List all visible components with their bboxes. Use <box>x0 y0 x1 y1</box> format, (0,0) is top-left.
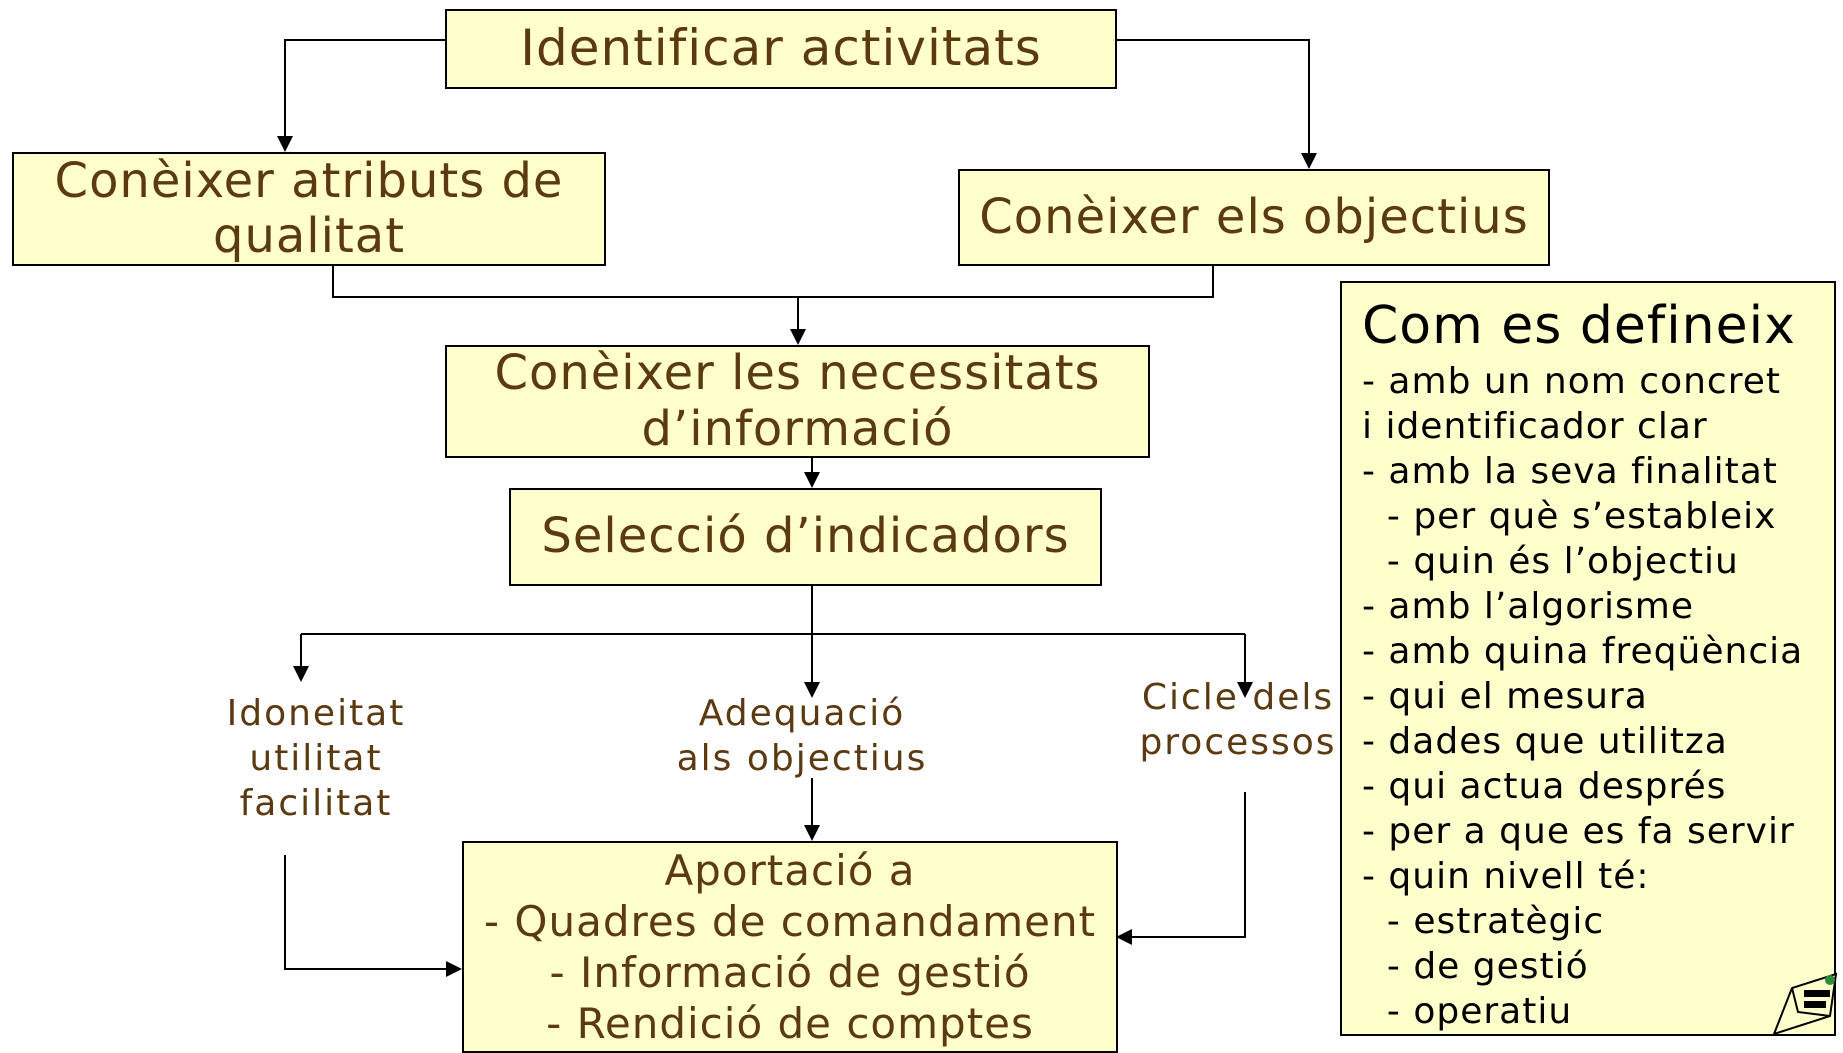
label-line: facilitat <box>239 783 393 824</box>
box-line: Conèixer les necessitats <box>494 345 1101 402</box>
box-line: Identificar activitats <box>520 19 1042 78</box>
box-coneixer-necessitats: Conèixer les necessitats d’informació <box>445 345 1150 458</box>
label-cicle: Cicle dels processos <box>1128 675 1348 765</box>
label-line: als objectius <box>676 738 928 779</box>
label-line: Idoneitat <box>226 693 406 734</box>
note-line: - amb quina freqüència <box>1362 631 1804 672</box>
arrow-to-atributs <box>277 39 445 152</box>
note-line: - per què s’estableix <box>1362 496 1777 537</box>
note-com-es-defineix: Com es defineix - amb un nom concret i i… <box>1340 281 1836 1036</box>
label-line: Cicle dels <box>1141 677 1335 718</box>
label-line: Adequació <box>698 693 906 734</box>
note-lines: - amb un nom concret i identificador cla… <box>1362 359 1834 1034</box>
note-title: Com es defineix <box>1362 296 1796 356</box>
note-line: - estratègic <box>1362 901 1605 942</box>
box-line: - Rendició de comptes <box>546 999 1034 1048</box>
box-line: d’informació <box>641 400 954 457</box>
note-line: - de gestió <box>1362 946 1589 987</box>
label-line: utilitat <box>249 738 383 779</box>
arrow-to-objectius <box>1117 39 1317 169</box>
box-coneixer-atributs: Conèixer atributs de qualitat <box>12 152 606 266</box>
note-line: - quin és l’objectiu <box>1362 541 1739 582</box>
box-line: Conèixer els objectius <box>979 188 1529 245</box>
box-line: - Quadres de comandament <box>483 897 1097 946</box>
box-aportacio: Aportació a - Quadres de comandament - I… <box>462 841 1118 1053</box>
box-line: Conèixer atributs de <box>54 152 564 209</box>
note-line: - dades que utilitza <box>1362 721 1728 762</box>
arrow-from-idoneitat <box>284 855 462 977</box>
note-line: - amb un nom concret <box>1362 361 1781 402</box>
box-line: Aportació a <box>664 846 916 895</box>
note-line: - qui actua després <box>1362 766 1727 807</box>
box-identificar-activitats: Identificar activitats <box>445 9 1117 89</box>
box-line: Selecció d’indicadors <box>541 508 1070 565</box>
note-line: - quin nivell té: <box>1362 856 1650 897</box>
arrow-from-cicle <box>1116 792 1246 945</box>
label-adequacio: Adequació als objectius <box>660 691 944 781</box>
box-line: - Informació de gestió <box>549 948 1031 997</box>
note-line: - qui el mesura <box>1362 676 1648 717</box>
note-line: - amb l’algorisme <box>1362 586 1695 627</box>
box-seleccio-indicadors: Selecció d’indicadors <box>509 488 1102 586</box>
note-line: i identificador clar <box>1362 406 1708 447</box>
box-line: qualitat <box>212 208 406 264</box>
box-coneixer-objectius: Conèixer els objectius <box>958 169 1550 266</box>
note-line: - amb la seva finalitat <box>1362 451 1778 492</box>
label-idoneitat: Idoneitat utilitat facilitat <box>206 691 426 826</box>
label-line: processos <box>1139 722 1337 763</box>
note-line: - operatiu <box>1362 991 1573 1032</box>
note-line: - per a que es fa servir <box>1362 811 1795 852</box>
logo-icon <box>1772 972 1838 1036</box>
merge-line <box>332 266 1214 298</box>
